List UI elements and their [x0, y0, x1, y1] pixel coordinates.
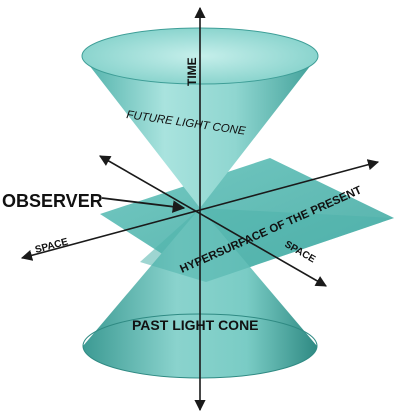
time-label: TIME	[185, 57, 199, 86]
observer-label: OBSERVER	[2, 191, 103, 211]
space-left-label: SPACE	[34, 236, 70, 255]
observer-pointer	[101, 197, 186, 213]
past-light-cone-label: PAST LIGHT CONE	[132, 317, 259, 333]
space-axis-2	[99, 155, 327, 287]
